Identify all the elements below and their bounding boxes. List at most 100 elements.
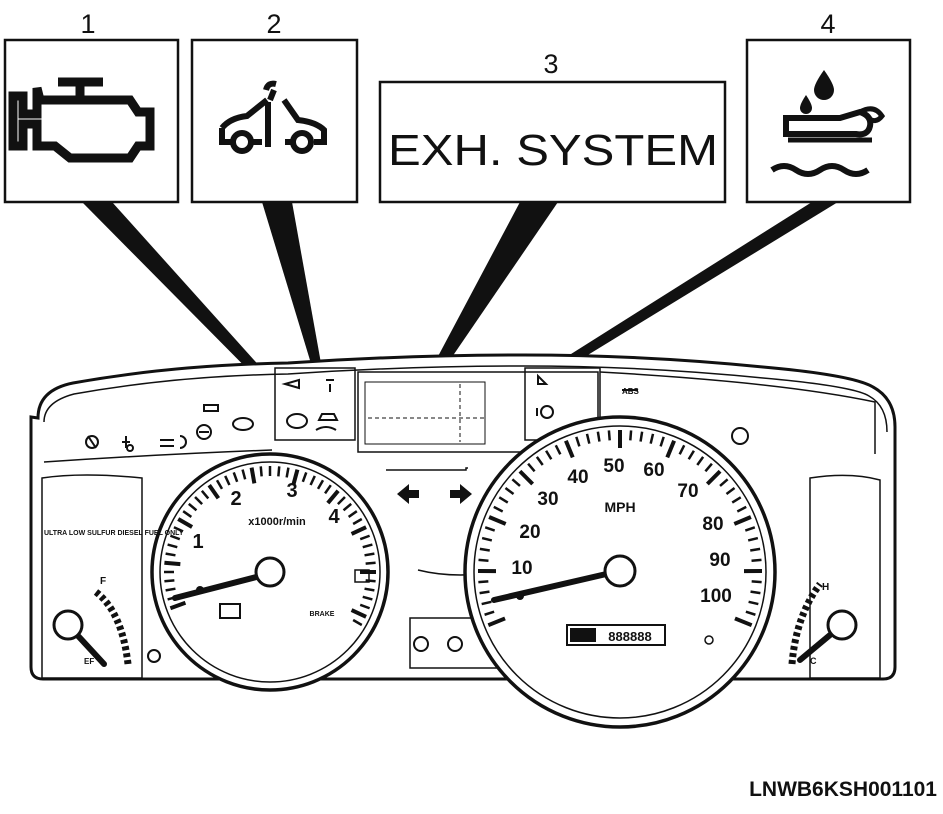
display-segments [368,384,484,442]
gauge-tick [350,608,367,619]
gauge-tick [359,534,371,541]
gauge-tick [187,502,198,512]
gauge-tick [518,469,535,486]
gauge-tick [364,587,375,592]
gauge-tick [488,515,507,526]
gauge-tick [249,467,257,484]
gauge-tick [182,510,193,518]
turn-right-arrow-icon [450,484,472,504]
speedometer-tick-label: 50 [603,456,624,477]
cluster-housing-inner [43,365,888,433]
gauge-tick [194,496,204,506]
gauge-tick [215,479,224,490]
tachometer-tick-label: 3 [286,480,297,502]
fuel-reset-knob [147,649,161,663]
gauge-tick [291,469,300,486]
gauge-tick [277,466,281,477]
temperature-gauge: H C [788,581,858,666]
indicator-lamps [85,373,749,452]
gauge-tick [365,579,376,583]
temp-cold-label: C [810,656,817,666]
gauge-tick [169,534,181,541]
speedometer-tick-label: 90 [709,550,730,571]
tachometer-unit-label: x1000r/min [248,516,306,528]
gauge-tick [484,526,496,532]
gauge-tick [309,475,316,486]
gauge-tick [301,471,308,483]
gauge-tick [585,433,591,444]
gauge-tick [575,436,581,447]
gauge-tick [478,558,489,563]
fuel-gauge-hub [52,609,84,641]
service-vehicle-icon [219,80,327,154]
speedometer: 10 20 30 40 50 60 70 80 90 100 MPH 88888… [463,415,777,729]
speedometer-needle-rivet [516,592,524,600]
gauge-tick [736,505,747,513]
gauge-tick [545,450,553,460]
document-code: LNWB6KSH001101 [749,778,937,801]
callout-box-2 [190,38,359,204]
tachometer-tick-label: 4 [328,506,340,528]
gauge-tick [564,439,575,459]
gauge-tick [629,430,633,441]
gauge-tick [479,590,490,595]
gauge-tick [479,547,490,552]
gauge-tick [750,547,761,552]
fuel-gauge-scale [93,589,132,665]
callout-number-2: 2 [266,9,281,39]
leader-line-3 [418,202,558,398]
gauge-tick [498,496,509,504]
leader-line-2 [262,202,324,380]
gauge-tick [259,466,263,477]
panel-divider-left [43,449,273,463]
check-engine-icon [8,77,155,163]
fuel-gauge-panel [41,474,143,679]
indicator-lamp-center-left [413,636,429,652]
gauge-tick [232,471,239,483]
gauge-tick [173,526,184,533]
tachometer-ticks [164,466,376,627]
tachometer-inner-ring [159,461,381,683]
gauge-tick [744,526,756,532]
gauge-tick [678,444,686,455]
gauge-tick [169,600,187,611]
gauge-tick [659,436,665,447]
gauge-tick [316,479,325,490]
gauge-tick [350,525,367,536]
fuel-empty-label: EF [84,657,94,666]
indicator-lamp-center-right [447,636,463,652]
gauge-tick [224,475,231,486]
brake-label: BRAKE [310,611,335,618]
trip-reset-knob [704,635,714,645]
turn-left-arrow-icon [397,484,419,504]
abs-label: ABS [622,387,640,396]
speedometer-unit-label: MPH [604,499,635,515]
gauge-tick [487,616,506,628]
gauge-tick [504,487,515,495]
multi-info-display [364,381,486,445]
speedometer-ticks [477,430,763,628]
gauge-tick [165,587,176,592]
gauge-tick [719,478,729,487]
gauge-tick [167,543,178,549]
gauge-tick [324,484,332,495]
display-frame [357,371,599,453]
speedometer-hub [603,554,637,588]
gauge-tick [747,536,759,542]
gauge-tick [352,517,363,526]
speedometer-tick-label: 70 [677,481,698,502]
fuel-full-label: F [100,576,106,587]
speedometer-tick-label: 10 [511,558,532,579]
fuel-gauge: F EF [52,576,161,667]
gauge-tick [696,456,705,466]
speedometer-needle [491,569,618,603]
gauge-tick [200,489,210,500]
temp-hot-label: H [822,582,829,593]
panel-divider-right [599,371,876,454]
leader-line-1 [82,202,290,404]
gauge-tick [649,433,655,444]
callout-number-1: 1 [80,9,95,39]
tachometer-tick-label: 1 [192,531,203,553]
